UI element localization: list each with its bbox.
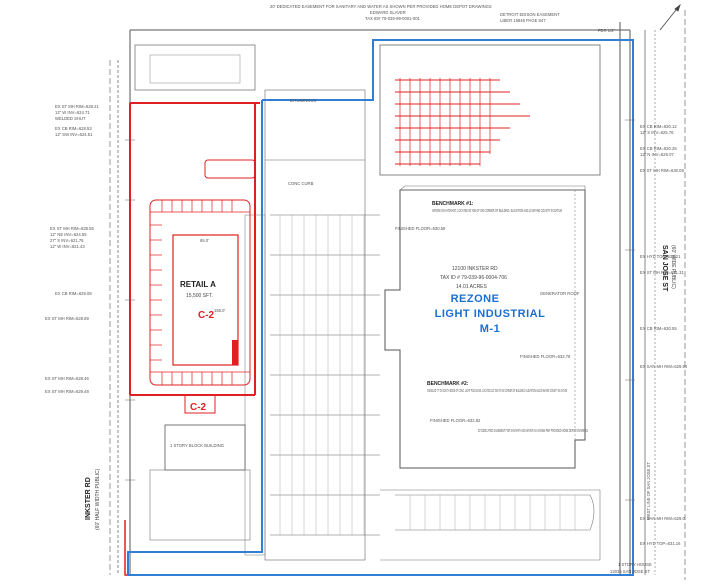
- utility-label: EX HYD TOP=632.21: [640, 254, 681, 259]
- retail-area: 15,500 SFT.: [186, 293, 213, 299]
- site-tax-id: TAX ID # 79-039-96-0004-706: [440, 275, 507, 281]
- house-address: 12035 SAN JOSE ST: [610, 569, 650, 574]
- road-east-name: SAN JOSE ST: [661, 245, 668, 292]
- benchmark-2: BENCHMARK #2: CHISELED "X" ON SOUTH EDGE…: [427, 381, 567, 393]
- fdr-east-note: FDR 1/2": [598, 28, 616, 33]
- building-notes: FINISHED FLOOR=630.59 FINISHED FLOOR=632…: [170, 98, 652, 574]
- rezone-boundary: [127, 39, 634, 576]
- road-san-jose: SAN JOSE ST (60' WIDE PUBLIC): [661, 245, 676, 292]
- bituminous-note: BITUMINOUS: [290, 98, 316, 103]
- benchmark-1-desc: ARROW ON HYDRANT, LOCATED 90' NW OF SW C…: [432, 208, 562, 213]
- utility-label: 12" W INV=624.71: [55, 110, 90, 115]
- retail-zoning-south: C-2: [190, 402, 207, 413]
- site-address: 12100 INKSTER RD: [452, 266, 498, 272]
- utility-label: EX CB RIM=629.08: [55, 291, 92, 296]
- easement-north-note: 20' DEDICATED EASEMENT FOR SANITARY AND …: [270, 4, 492, 9]
- retail-parking-lot: [149, 159, 256, 386]
- utility-label: EX CB RIM=630.25: [640, 146, 677, 151]
- tax-north: TAX ID# 79-039-99-0001-001: [365, 16, 421, 21]
- utility-label: EX ST MH RIM=628.46: [45, 376, 89, 381]
- easement-south-note: 20' DEDICATED EASEMENT FOR SANITARY AND …: [478, 428, 588, 433]
- north-arrow-icon: [659, 3, 681, 31]
- utility-label: EX ST MH RIM=628.55: [50, 226, 94, 231]
- parking-lot-north-east: [379, 44, 601, 176]
- utility-label: 12" NE INV=624.55: [50, 232, 87, 237]
- site-acres: 14.01 ACRES: [456, 284, 488, 290]
- benchmark-2-desc: CHISELED "X" ON SOUTH EDGE OF CONC. LIGH…: [427, 388, 567, 393]
- utility-label: EX ST MH RIM=628.89: [45, 316, 89, 321]
- benchmark-2-title: BENCHMARK #2:: [427, 381, 469, 387]
- utility-label: 12" S INV=625.76: [640, 130, 674, 135]
- utility-label: 12" N INV=626.07: [640, 152, 674, 157]
- benchmark-1-title: BENCHMARK #1:: [432, 201, 474, 207]
- road-west-name: INKSTER RD: [85, 477, 92, 520]
- liber-note: LIBER 15846 PAGE 847: [500, 18, 546, 23]
- benchmark-1: BENCHMARK #1: ARROW ON HYDRANT, LOCATED …: [432, 201, 562, 213]
- utility-label: EX ST MH RIM=629.48: [45, 389, 89, 394]
- detroit-edison-note: DETROIT EDISON EASEMENT: [500, 12, 560, 17]
- utility-label: 27" S INV=621.76: [50, 238, 84, 243]
- utility-label: EX HYD TOP=631.16: [640, 541, 681, 546]
- retail-name: RETAIL A: [180, 280, 216, 289]
- north-west-building: [134, 44, 256, 91]
- south-drive: [380, 489, 601, 561]
- utility-labels-east: EX CB RIM=630.12 12" S INV=625.76 EX CB …: [640, 124, 688, 546]
- utility-label: EX ST MH RIM=631.31: [640, 270, 684, 275]
- road-east-sub: (60' WIDE PUBLIC): [670, 245, 676, 289]
- rezone-line2: LIGHT INDUSTRIAL: [435, 308, 546, 320]
- utility-label: EX SAN MH RIM=629.94: [640, 364, 688, 369]
- rezone-line3: M-1: [480, 323, 500, 335]
- utility-label: EX ST MH RIM=628.21: [55, 104, 99, 109]
- generator-note: GENERATOR ROOF: [540, 291, 580, 296]
- finished-floor-2: FINISHED FLOOR=632.76: [520, 354, 571, 359]
- survey-ticks: [125, 119, 635, 501]
- conc-curb-note: CONC CURB: [288, 181, 314, 186]
- parking-rows-central: [244, 89, 380, 561]
- retail-dim-top: 65.0': [200, 238, 209, 243]
- west-small-building: [149, 424, 251, 541]
- retail-labels: RETAIL A 15,500 SFT. C-2 C-2 65.0' 155.0…: [180, 238, 225, 413]
- utility-label: 12" SW INV=624.51: [55, 132, 93, 137]
- utility-label: EX CB RIM=630.55: [640, 326, 677, 331]
- utility-label: EX CB RIM=628.53: [55, 126, 92, 131]
- road-inkster: INKSTER RD (60' HALF WIDTH PUBLIC): [85, 468, 101, 530]
- top-notes: 20' DEDICATED EASEMENT FOR SANITARY AND …: [270, 4, 616, 33]
- one-story-note: 1 STORY BLOCK BUILDING: [170, 443, 224, 448]
- house-note: 1 STORY HOUSE: [618, 562, 652, 567]
- utility-label: EX ST MH RIM=630.08: [640, 168, 684, 173]
- rezone-line1: REZONE: [451, 293, 500, 305]
- industrial-building: [384, 185, 586, 469]
- utility-label: EX SAN MH RIM=629.0: [640, 516, 685, 521]
- west-line-san-jose: WEST LINE OF SAN JOSE ST: [646, 462, 651, 520]
- finished-floor-1: FINISHED FLOOR=630.59: [395, 226, 446, 231]
- rezone-label: REZONE LIGHT INDUSTRIAL M-1: [435, 293, 546, 335]
- retail-dim-side: 155.0': [214, 308, 225, 313]
- utility-label: EX CB RIM=630.12: [640, 124, 677, 129]
- utility-label: 12" W INV=621.43: [50, 244, 85, 249]
- utility-labels-west: EX ST MH RIM=628.21 12" W INV=624.71 WEL…: [45, 104, 99, 394]
- site-info: 12100 INKSTER RD TAX ID # 79-039-96-0004…: [440, 266, 507, 290]
- utility-label: WELDED SHUT: [55, 116, 86, 121]
- finished-floor-3: FINISHED FLOOR=632.82: [430, 418, 481, 423]
- owner-north: EDWARD SLAVER: [370, 10, 406, 15]
- retail-zoning: C-2: [198, 310, 215, 321]
- road-west-sub: (60' HALF WIDTH PUBLIC): [95, 468, 101, 530]
